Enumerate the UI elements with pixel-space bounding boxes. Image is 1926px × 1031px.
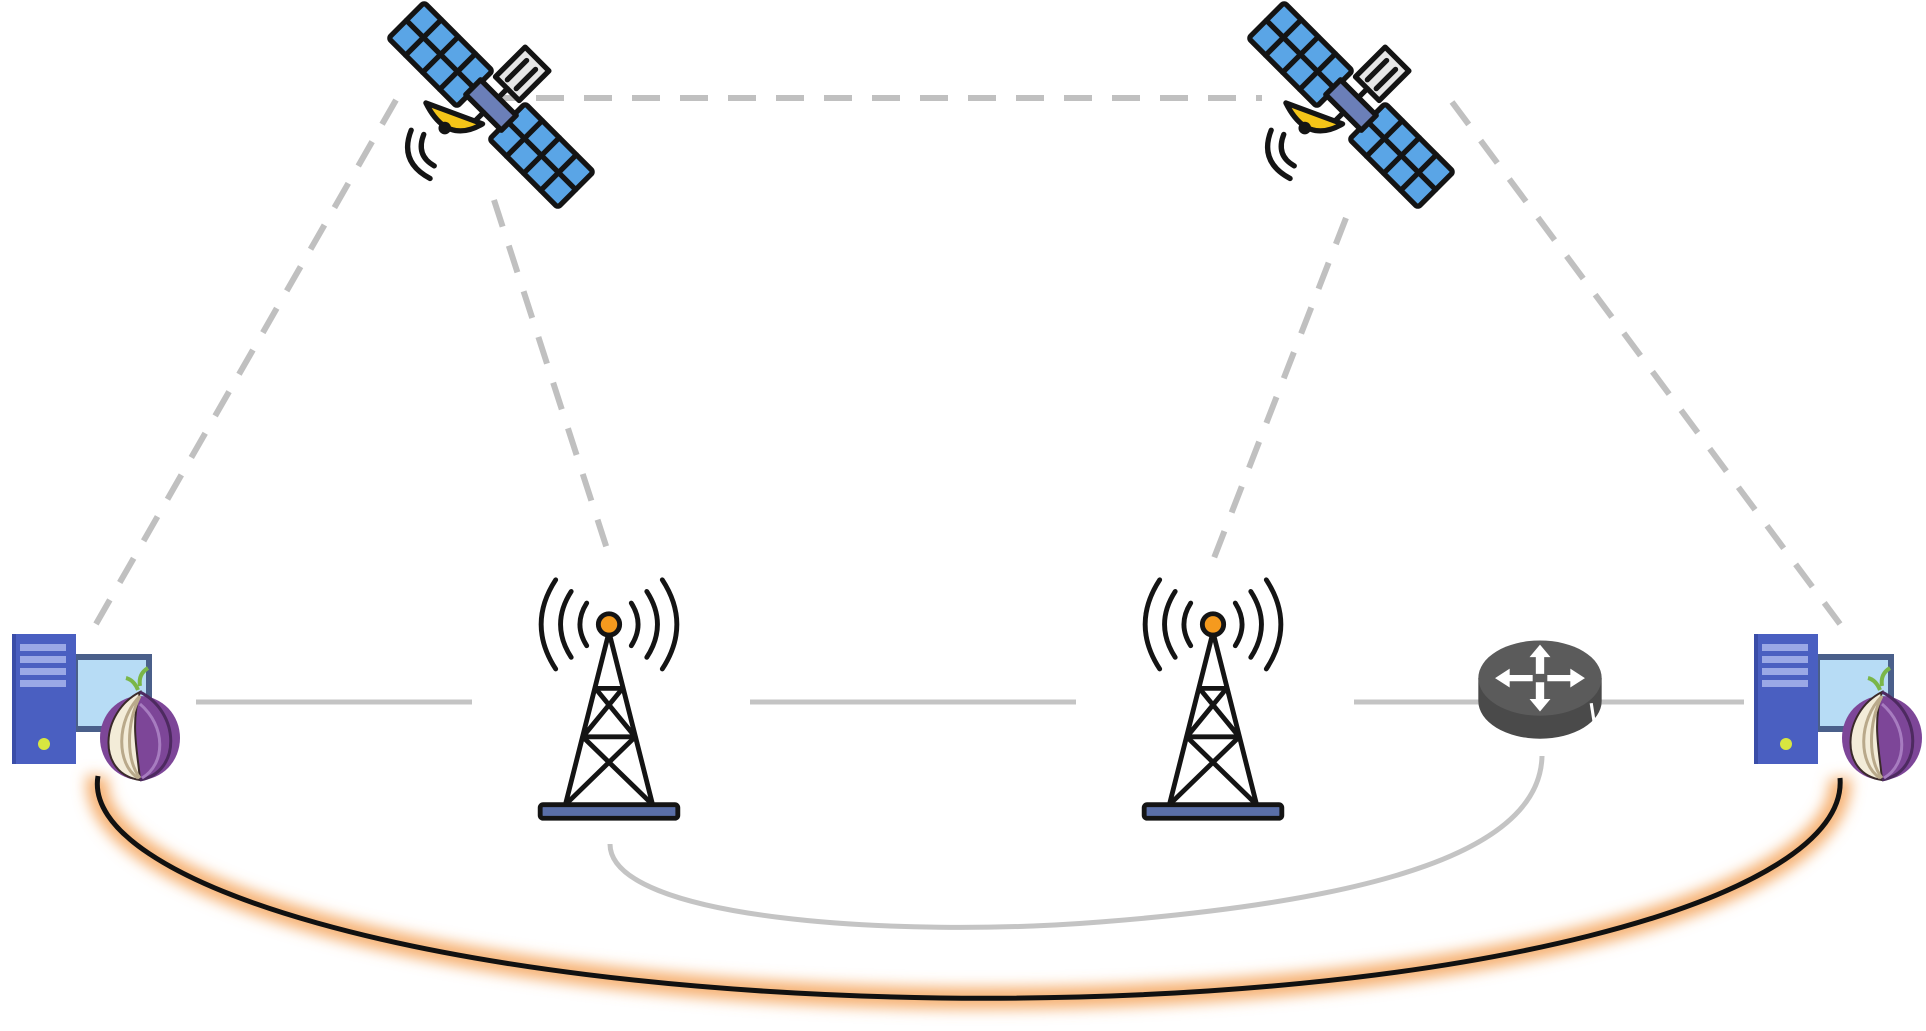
cell-tower-icon <box>540 580 678 818</box>
router-icon <box>1476 638 1604 741</box>
link-tower-left-to-router-curve <box>607 755 1545 930</box>
satellite-icon <box>386 0 622 210</box>
link-satellite-right-to-host-right <box>1449 100 1843 626</box>
satellite-icon <box>1246 0 1482 210</box>
server-with-tor-onion-icon <box>12 634 182 782</box>
tor-circuit-line <box>94 775 1843 1001</box>
link-satellite-right-to-tower-right <box>1211 216 1349 560</box>
link-satellite-left-to-tower-left <box>491 199 611 553</box>
server-with-tor-onion-icon <box>1754 634 1924 782</box>
cell-tower-icon <box>1144 580 1282 818</box>
link-satellite-left-to-host-left <box>93 98 399 626</box>
tor-circuit-glow <box>86 774 1852 1010</box>
